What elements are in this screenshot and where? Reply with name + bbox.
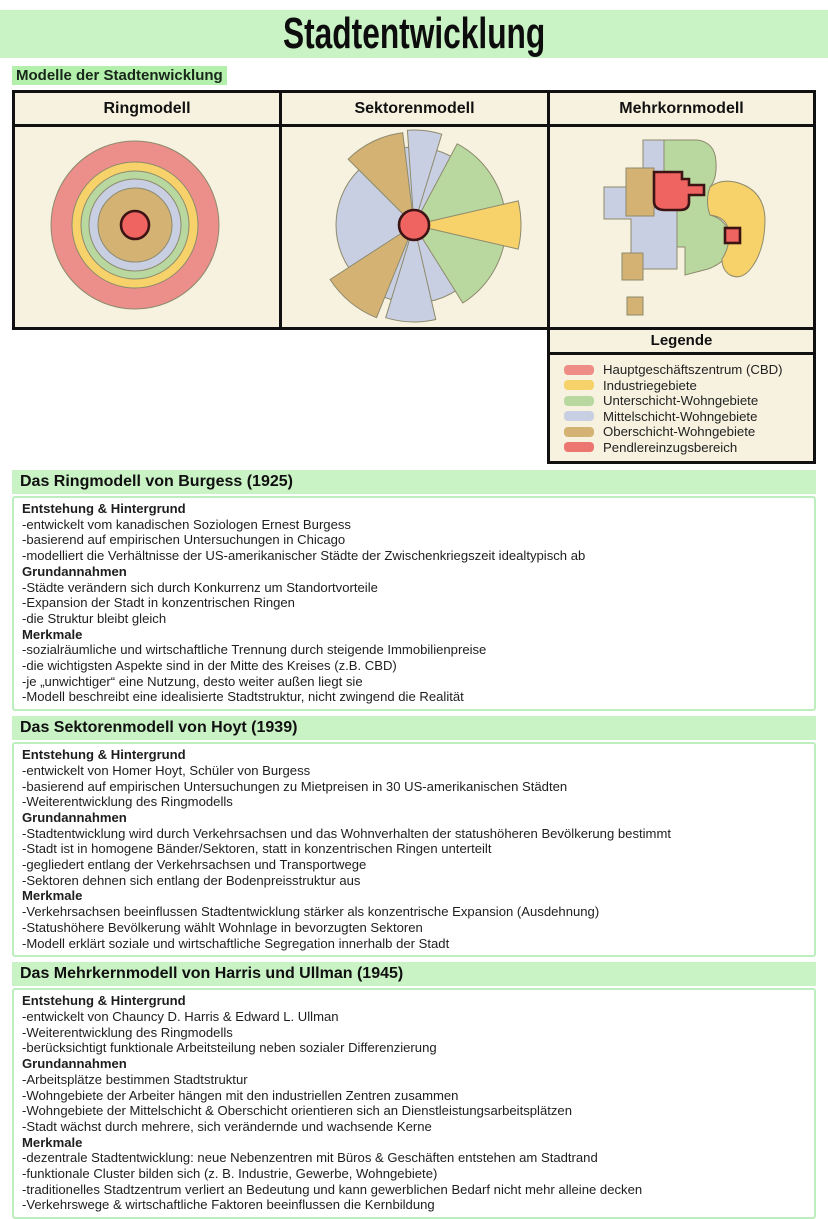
title-band: Stadtentwicklung: [0, 9, 828, 58]
bullet-line: -je „unwichtiger“ eine Nutzung, desto we…: [22, 673, 363, 689]
bullet-line: -Verkehrswege & wirtschaftliche Faktoren…: [22, 1197, 435, 1213]
column-header-ringmodell: Ringmodell: [15, 93, 279, 127]
legend-color-swatch: [564, 364, 594, 375]
bullet-line: -basierend auf empirischen Untersuchunge…: [22, 532, 346, 548]
legend-row: Hauptgeschäftszentrum (CBD): [564, 362, 813, 378]
legend-row: Mittelschicht-Wohngebiete: [564, 409, 813, 425]
bullet-line: -Arbeitsplätze bestimmen Stadtstruktur: [22, 1071, 248, 1087]
bullet-line: -Expansion der Stadt in konzentrischen R…: [22, 595, 295, 611]
block-heading: Merkmale: [22, 626, 83, 642]
model-section: Das Mehrkernmodell von Harris und Ullman…: [12, 962, 816, 1219]
bullet-line: -traditionelles Stadtzentrum verliert an…: [22, 1181, 643, 1197]
bullet-line: -Wohngebiete der Mittelschicht & Obersch…: [22, 1103, 572, 1119]
legend-color-swatch: [564, 380, 594, 391]
ring-model-diagram: [50, 140, 220, 310]
bullet-line: -Stadt wächst durch mehrere, sich veränd…: [22, 1118, 432, 1134]
nuclei-subcenter-square: [723, 226, 742, 245]
section-title: Das Sektorenmodell von Hoyt (1939): [12, 716, 816, 741]
nuclei-upper-class-rect-small: [621, 252, 644, 281]
legend-row: Industriegebiete: [564, 378, 813, 394]
column-mehrkornmodell: Mehrkornmodell Legende Hauptgeschäftszen…: [547, 90, 816, 464]
bullet-line: -die Struktur bleibt gleich: [22, 610, 167, 626]
block-heading: Grundannahmen: [22, 1056, 127, 1072]
legend-row: Unterschicht-Wohngebiete: [564, 393, 813, 409]
model-section: Das Ringmodell von Burgess (1925) Entste…: [12, 470, 816, 712]
page-title: Stadtentwicklung: [282, 9, 546, 58]
nuclei-upper-class-square: [626, 296, 644, 316]
bullet-line: -Modell beschreibt eine idealisierte Sta…: [22, 689, 464, 705]
bullet-line: -Modell erklärt soziale und wirtschaftli…: [22, 935, 450, 951]
model-section: Das Sektorenmodell von Hoyt (1939) Entst…: [12, 716, 816, 958]
bullet-line: -die wichtigsten Aspekte sind in der Mit…: [22, 658, 397, 674]
bullet-line: -basierend auf empirischen Untersuchunge…: [22, 778, 568, 794]
models-table: Ringmodell Sektorenmodell: [12, 90, 816, 464]
bullet-line: -Wohngebiete der Arbeiter hängen mit den…: [22, 1087, 459, 1103]
sector-model-diagram: [329, 129, 522, 323]
bullet-line: -modelliert die Verhältnisse der US-amer…: [22, 548, 586, 564]
legend-title: Legende: [550, 330, 813, 355]
legend-label: Mittelschicht-Wohngebiete: [603, 408, 758, 424]
legend-label: Pendlereinzugsbereich: [603, 439, 738, 455]
legend-color-swatch: [564, 411, 594, 422]
column-sektorenmodell: Sektorenmodell: [282, 90, 547, 330]
bullet-line: -entwickelt von Homer Hoyt, Schüler von …: [22, 762, 311, 778]
legend-row: Pendlereinzugsbereich: [564, 440, 813, 456]
bullet-line: -Weiterentwicklung des Ringmodells: [22, 794, 233, 810]
sector-middle-bottom: [385, 223, 437, 323]
sections: Das Ringmodell von Burgess (1925) Entste…: [12, 470, 816, 1219]
block-heading: Entstehung & Hintergrund: [22, 501, 186, 516]
bullet-line: -sozialräumliche und wirtschaftliche Tre…: [22, 642, 487, 658]
legend-color-swatch: [564, 442, 594, 453]
nuclei-upper-class-rect: [625, 167, 655, 217]
bullet-line: -dezentrale Stadtentwicklung: neue Neben…: [22, 1150, 598, 1166]
nuclei-cbd-shape: [652, 170, 706, 212]
page-subtitle: Modelle der Stadtenwicklung: [12, 66, 227, 85]
bullet-line: -Weiterentwicklung des Ringmodells: [22, 1024, 233, 1040]
block-heading: Entstehung & Hintergrund: [22, 993, 186, 1009]
section-title: Das Ringmodell von Burgess (1925): [12, 470, 816, 494]
bullet-line: -gegliedert entlang der Verkehrsachsen u…: [22, 857, 367, 873]
bullet-line: -entwickelt von Chauncy D. Harris & Edwa…: [22, 1008, 339, 1024]
legend-row: Oberschicht-Wohngebiete: [564, 424, 813, 440]
legend-color-swatch: [564, 395, 594, 406]
bullet-line: -Stadtentwicklung wird durch Verkehrsach…: [22, 825, 671, 841]
sector-middle-top: [406, 129, 443, 226]
legend-list: Hauptgeschäftszentrum (CBD) Industriegeb…: [550, 355, 813, 461]
sector-industry: [413, 200, 522, 250]
section-body: Entstehung & Hintergrund-entwickelt von …: [12, 742, 816, 958]
block-heading: Merkmale: [22, 888, 83, 904]
column-ringmodell: Ringmodell: [12, 90, 282, 330]
subtitle-row: Modelle der Stadtenwicklung: [12, 66, 828, 85]
section-body: Entstehung & Hintergrund-entwickelt von …: [12, 988, 816, 1219]
bullet-line: -Statushöhere Bevölkerung wählt Wohnlage…: [22, 919, 423, 935]
bullet-line: -Sektoren dehnen sich entlang der Bodenp…: [22, 872, 361, 888]
block-heading: Merkmale: [22, 1134, 83, 1150]
block-heading: Grundannahmen: [22, 563, 127, 579]
column-header-mehrkornmodell: Mehrkornmodell: [550, 93, 813, 127]
section-body: Entstehung & Hintergrund-entwickelt vom …: [12, 496, 816, 712]
ring-cbd-center: [119, 209, 151, 241]
bullet-line: -entwickelt vom kanadischen Soziologen E…: [22, 516, 351, 532]
legend-label: Hauptgeschäftszentrum (CBD): [603, 362, 783, 378]
bullet-line: -funktionale Cluster bilden sich (z. B. …: [22, 1166, 438, 1182]
section-title: Das Mehrkernmodell von Harris und Ullman…: [12, 962, 816, 987]
bullet-line: -Verkehrsachsen beeinflussen Stadtentwic…: [22, 904, 600, 920]
legend-label: Industriegebiete: [603, 377, 697, 393]
multi-nuclei-cell: [550, 127, 813, 330]
sector-model-cell: [282, 127, 547, 327]
ring-model-cell: [15, 127, 279, 327]
legend-label: Oberschicht-Wohngebiete: [603, 424, 756, 440]
sector-upper-class-nw: [347, 132, 415, 227]
block-heading: Entstehung & Hintergrund: [22, 747, 186, 763]
bullet-line: -Stadt ist in homogene Bänder/Sektoren, …: [22, 841, 492, 857]
column-header-sektorenmodell: Sektorenmodell: [282, 93, 547, 127]
block-heading: Grundannahmen: [22, 809, 127, 825]
sector-upper-class-sw: [329, 223, 416, 319]
legend-color-swatch: [564, 426, 594, 437]
multi-nuclei-diagram: [603, 139, 766, 316]
sector-cbd-center: [397, 208, 431, 242]
bullet-line: -berücksichtigt funktionale Arbeitsteilu…: [22, 1040, 437, 1056]
legend-label: Unterschicht-Wohngebiete: [603, 393, 759, 409]
bullet-line: -Städte verändern sich durch Konkurrenz …: [22, 579, 378, 595]
